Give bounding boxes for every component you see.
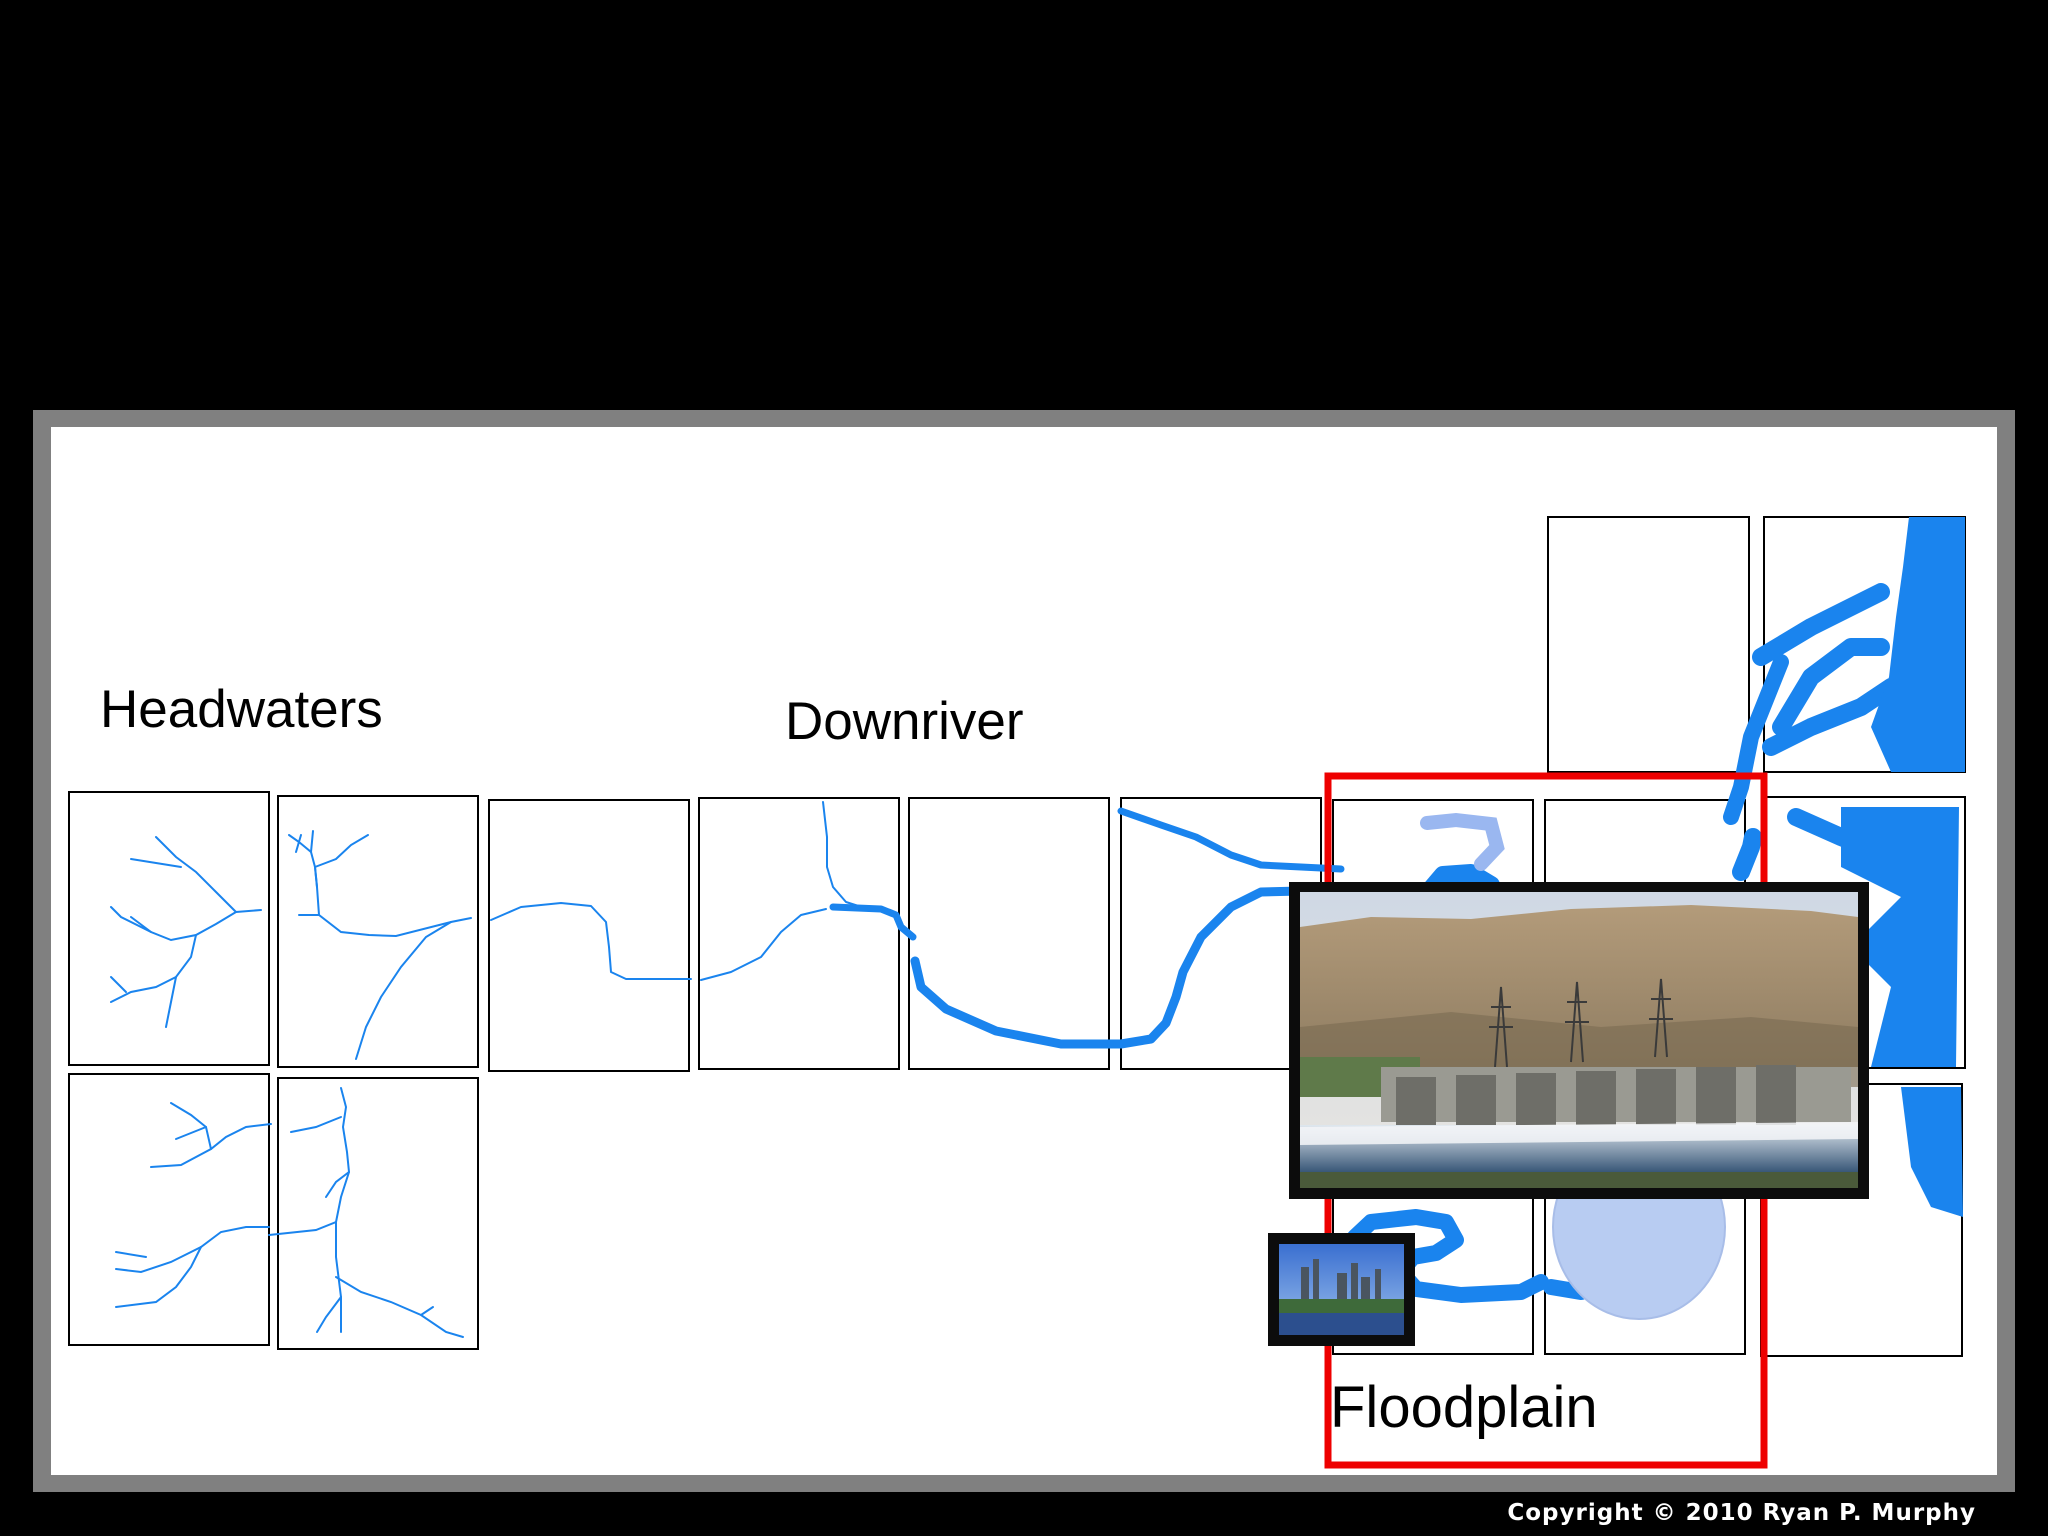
- panel-headwaters-1: [68, 791, 270, 1066]
- river-diagram: [68, 516, 1966, 1469]
- headwaters-label: Headwaters: [100, 680, 383, 739]
- panel-headwaters-3: [68, 1073, 270, 1346]
- delta-water-mass: [1871, 517, 1965, 772]
- city-river-photo: [1268, 1233, 1415, 1346]
- delta-water-edge: [1901, 1087, 1963, 1217]
- panel-stream-1: [488, 799, 690, 1072]
- downriver-label: Downriver: [785, 692, 1024, 751]
- panel-stream-2: [698, 797, 900, 1070]
- slide-frame: Headwaters Downriver Floodplain: [33, 410, 2015, 1492]
- headwater-tributaries: [110, 830, 472, 1338]
- lake-inlet: [1420, 812, 1505, 871]
- floodplain-label: Floodplain: [1330, 1375, 1598, 1440]
- panel-stream-3: [908, 797, 1110, 1070]
- river-channel: [490, 801, 1400, 1049]
- slide-canvas: Headwaters Downriver Floodplain: [51, 427, 1997, 1475]
- delta-water-lower: [1841, 807, 1959, 1067]
- panel-headwaters-4: [277, 1077, 479, 1350]
- dam-spillway-photo: [1289, 882, 1869, 1199]
- panel-delta-1: [1547, 516, 1750, 773]
- panel-headwaters-2: [277, 795, 479, 1068]
- copyright-notice: Copyright © 2010 Ryan P. Murphy: [1507, 1500, 1976, 1526]
